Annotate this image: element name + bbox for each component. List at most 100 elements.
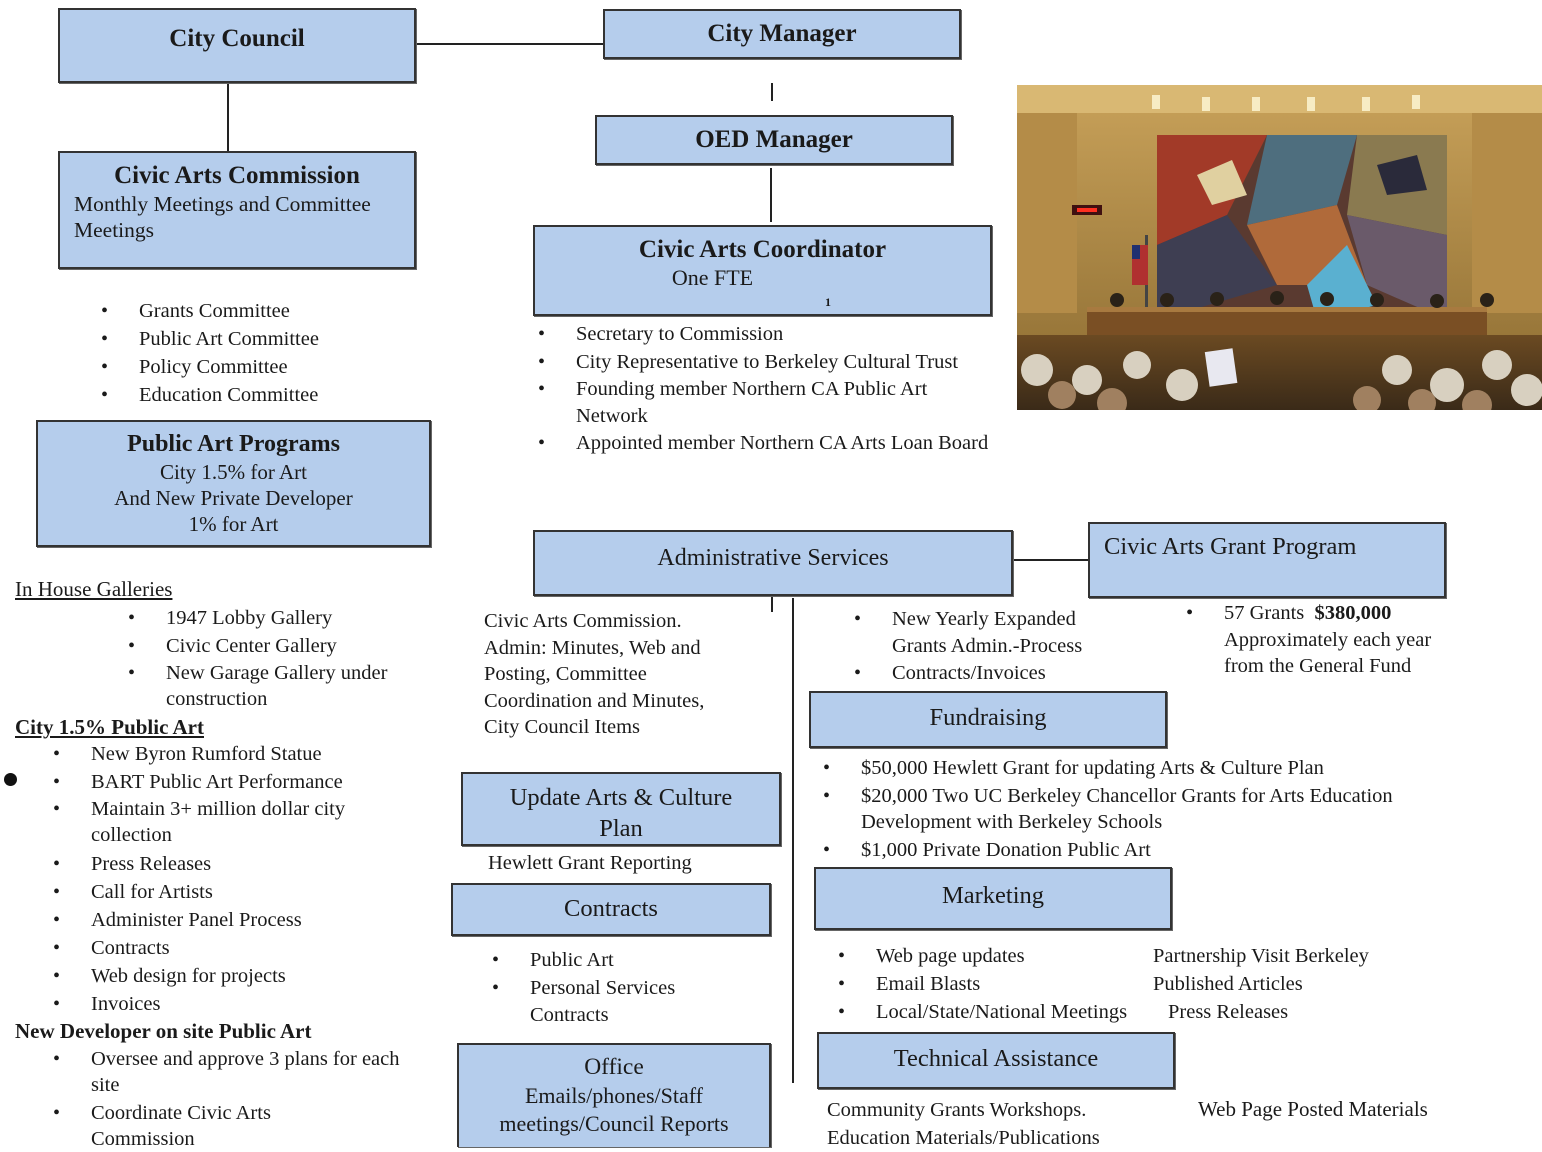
list-item: Press Releases (1168, 1001, 1289, 1023)
grants-amount: $380,000 (1314, 602, 1392, 624)
list-item: Local/State/National Meetings (838, 998, 1158, 1026)
connector-council-commission (227, 82, 229, 152)
list-item: Call for Artists (53, 878, 393, 906)
list-item: Contracts (53, 934, 393, 962)
coordinator-title: Civic Arts Coordinator (638, 236, 887, 263)
grant-program-title: Civic Arts Grant Program (1104, 533, 1357, 560)
list-item: New Yearly Expanded Grants Admin.-Proces… (854, 606, 1124, 659)
oed-manager-title: OED Manager (695, 126, 853, 153)
list-item: Civic Center Gallery (128, 632, 388, 660)
list-item: Public Art (492, 947, 732, 974)
list-item: Grants Committee (101, 297, 401, 325)
ta-right: Web Page Posted Materials (1198, 1097, 1428, 1121)
civic-arts-coordinator-box: Civic Arts Coordinator One FTE 1 (533, 225, 992, 316)
grants-note: Approximately each year from the General… (1224, 628, 1432, 678)
list-item: 1947 Lobby Gallery (128, 604, 388, 632)
marketing-title: Marketing (941, 882, 1045, 909)
connector-oed-coordinator (770, 168, 772, 222)
commission-title: Civic Arts Commission (114, 162, 360, 189)
office-title: Office (584, 1054, 644, 1080)
list-item: Web design for projects (53, 962, 393, 990)
technical-assistance-box: Technical Assistance (817, 1032, 1175, 1089)
list-item: Contracts/Invoices (854, 660, 1124, 687)
grant-program-list: New Yearly Expanded Grants Admin.-Proces… (854, 606, 1124, 687)
council-chamber-photo (1017, 85, 1542, 410)
connector-council-manager (416, 43, 604, 45)
admin-services-text: Civic Arts Commission. Admin: Minutes, W… (484, 610, 705, 738)
ta-line1: Community Grants Workshops. (827, 1099, 1087, 1121)
list-item: Invoices (53, 990, 393, 1018)
fundraising-title: Fundraising (929, 704, 1047, 731)
coordinator-duties: Secretary to Commission City Representat… (538, 321, 998, 457)
public-art-programs-box: Public Art Programs City 1.5% for Art An… (36, 420, 431, 547)
marketing-box: Marketing (814, 867, 1172, 930)
coordinator-footnote: 1 (825, 295, 831, 309)
coordinator-subtitle: One FTE (671, 265, 754, 290)
oed-manager-box: OED Manager (595, 115, 953, 165)
list-item: Maintain 3+ million dollar city collecti… (53, 796, 393, 848)
technical-assistance-title: Technical Assistance (893, 1045, 1099, 1072)
list-item: Secretary to Commission (538, 321, 998, 348)
office-box: Office Emails/phones/Staff meetings/Coun… (457, 1043, 771, 1147)
list-item: Press Releases (53, 850, 393, 878)
public-art-programs-line1: City 1.5% for Art (160, 460, 307, 484)
list-item: Administer Panel Process (53, 906, 393, 934)
list-item: Partnership Visit Berkeley (1153, 945, 1369, 967)
stray-bullet-icon (4, 773, 17, 786)
update-plan-box: Update Arts & Culture Plan (461, 772, 781, 846)
contracts-list: Public Art Personal Services Contracts (492, 947, 732, 1029)
administrative-services-box: Administrative Services (533, 530, 1013, 596)
fundraising-list: $50,000 Hewlett Grant for updating Arts … (823, 755, 1483, 863)
civic-arts-grant-program-box: Civic Arts Grant Program (1088, 522, 1446, 598)
developer-art-list: Oversee and approve 3 plans for each sit… (53, 1046, 403, 1152)
connector-admin-grants (1013, 559, 1089, 561)
fundraising-box: Fundraising (809, 691, 1167, 748)
city-public-art-list: New Byron Rumford Statue BART Public Art… (53, 740, 393, 1018)
list-item: Founding member Northern CA Public Art N… (538, 376, 998, 429)
grants-count-line: • 57 Grants $380,000 (1186, 600, 1446, 627)
bullet-icon: • (1186, 602, 1194, 624)
list-item: Oversee and approve 3 plans for each sit… (53, 1046, 403, 1098)
connector-admin-down (771, 596, 773, 612)
list-item: $20,000 Two UC Berkeley Chancellor Grant… (823, 783, 1483, 836)
list-item: Public Art Committee (101, 325, 401, 353)
list-item: Appointed member Northern CA Arts Loan B… (538, 430, 998, 457)
city-manager-box: City Manager (603, 9, 961, 59)
list-item: New Garage Gallery under construction (128, 660, 388, 712)
public-art-programs-title: Public Art Programs (127, 431, 340, 457)
city-council-title: City Council (169, 25, 305, 52)
galleries-heading: In House Galleries (15, 577, 173, 601)
list-item: Education Committee (101, 381, 401, 409)
administrative-services-title: Administrative Services (657, 545, 889, 571)
list-item: Web page updates (838, 942, 1158, 970)
public-art-programs-line3: 1% for Art (188, 512, 279, 536)
council-chamber-photo-icon (1017, 85, 1542, 410)
update-plan-note: Hewlett Grant Reporting (488, 852, 692, 874)
update-plan-title: Update Arts & Culture Plan (509, 784, 733, 842)
list-item: $50,000 Hewlett Grant for updating Arts … (823, 755, 1483, 782)
civic-arts-commission-box: Civic Arts Commission Monthly Meetings a… (58, 151, 416, 269)
list-item: $1,000 Private Donation Public Art (823, 837, 1483, 864)
list-item: Policy Committee (101, 353, 401, 381)
list-item: City Representative to Berkeley Cultural… (538, 349, 998, 376)
city-council-box: City Council (58, 8, 416, 83)
commission-subtitle: Monthly Meetings and Committee Meetings (74, 192, 371, 242)
list-item: Published Articles (1153, 973, 1303, 995)
marketing-right-list: Partnership Visit Berkeley Published Art… (1153, 942, 1369, 1026)
grants-count: 57 Grants (1224, 602, 1305, 624)
contracts-title: Contracts (564, 895, 658, 922)
divider-vertical (792, 598, 794, 1083)
grants-summary: • 57 Grants $380,000 Approximately each … (1186, 600, 1446, 680)
public-art-programs-line2: And New Private Developer (114, 486, 353, 510)
list-item: BART Public Art Performance (53, 768, 393, 796)
office-text: Emails/phones/Staff meetings/Council Rep… (499, 1083, 729, 1136)
galleries-list: 1947 Lobby Gallery Civic Center Gallery … (128, 604, 388, 712)
committee-list: Grants Committee Public Art Committee Po… (101, 297, 401, 409)
list-item: Email Blasts (838, 970, 1158, 998)
list-item: New Byron Rumford Statue (53, 740, 393, 768)
city-public-art-heading: City 1.5% Public Art (15, 715, 204, 739)
list-item: Personal Services Contracts (492, 975, 680, 1029)
technical-assistance-left: Community Grants Workshops. Education Ma… (827, 1096, 1100, 1152)
ta-line2: Education Materials/Publications (827, 1127, 1100, 1149)
developer-art-heading: New Developer on site Public Art (15, 1019, 312, 1043)
